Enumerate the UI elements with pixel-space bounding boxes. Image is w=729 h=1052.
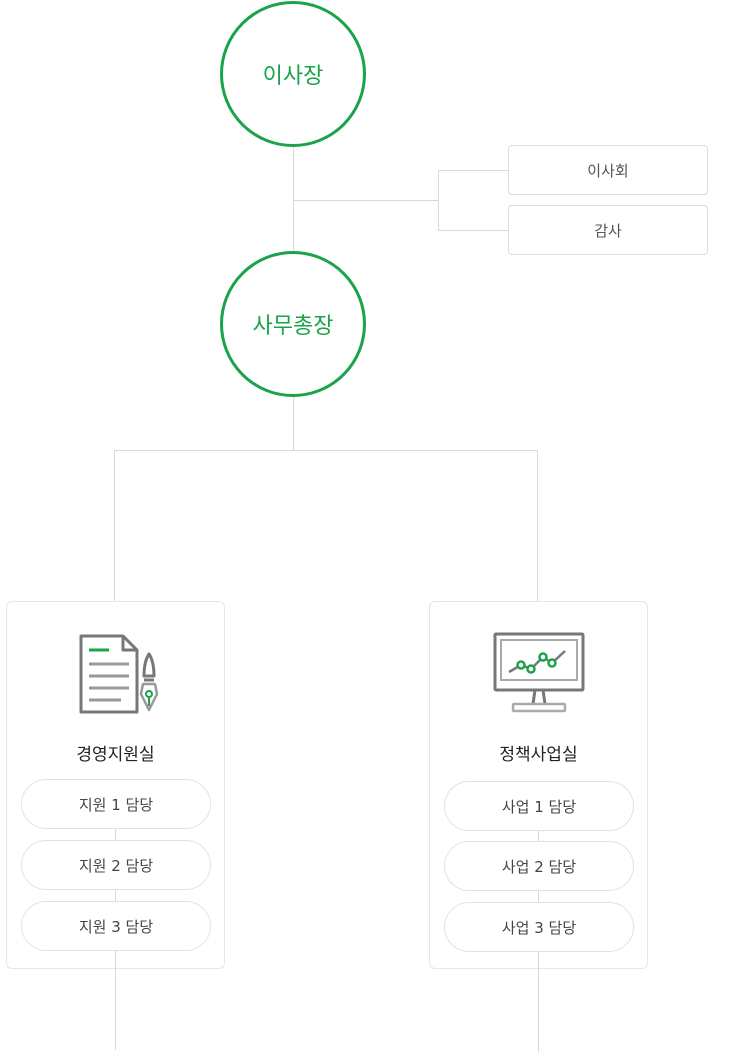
department-title: 정책사업실 bbox=[499, 745, 578, 765]
audit-box: 감사 bbox=[508, 205, 708, 255]
connector-side-branch bbox=[293, 200, 438, 201]
audit-label: 감사 bbox=[594, 221, 622, 240]
secretary-general-label: 사무총장 bbox=[252, 314, 334, 339]
team-pill: 지원 1 담당 bbox=[21, 779, 211, 829]
board-box: 이사회 bbox=[508, 145, 708, 195]
connector-dept-left bbox=[114, 450, 115, 601]
team-pill: 사업 3 담당 bbox=[444, 902, 634, 952]
connector-dept-horizontal bbox=[114, 450, 538, 451]
chairman-node: 이사장 bbox=[220, 1, 366, 147]
connector-dept-right bbox=[537, 450, 538, 601]
connector-chairman-to-sg bbox=[293, 146, 294, 252]
team-pill: 지원 2 담당 bbox=[21, 840, 211, 890]
connector-sg-down bbox=[293, 396, 294, 450]
team-pill: 지원 3 담당 bbox=[21, 901, 211, 951]
chairman-label: 이사장 bbox=[262, 64, 324, 89]
team-label: 사업 3 담당 bbox=[501, 918, 577, 937]
team-label: 사업 2 담당 bbox=[501, 857, 577, 876]
department-title: 경영지원실 bbox=[76, 745, 155, 765]
connector-side-audit bbox=[438, 230, 508, 231]
monitor-chart-icon bbox=[430, 630, 647, 716]
department-card-management: 경영지원실 지원 1 담당 지원 2 담당 지원 3 담당 bbox=[6, 601, 225, 1050]
connector-side-board bbox=[438, 170, 508, 171]
team-label: 지원 1 담당 bbox=[78, 795, 154, 814]
secretary-general-node: 사무총장 bbox=[220, 251, 366, 397]
department-card-policy: 정책사업실 사업 1 담당 사업 2 담당 사업 3 담당 bbox=[429, 601, 648, 1052]
team-pill: 사업 1 담당 bbox=[444, 781, 634, 831]
team-label: 사업 1 담당 bbox=[501, 797, 577, 816]
board-label: 이사회 bbox=[587, 161, 629, 180]
team-pill: 사업 2 담당 bbox=[444, 841, 634, 891]
team-label: 지원 2 담당 bbox=[78, 856, 154, 875]
team-label: 지원 3 담당 bbox=[78, 917, 154, 936]
connector-side-vertical bbox=[438, 170, 439, 230]
document-pen-icon bbox=[7, 630, 224, 716]
